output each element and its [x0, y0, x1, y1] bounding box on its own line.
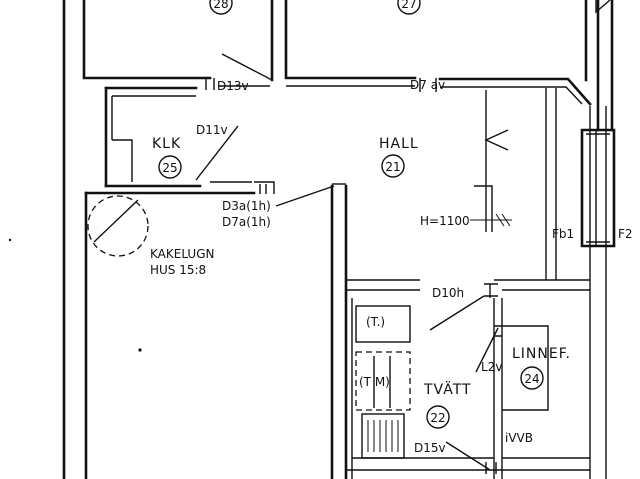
linnef-label: LINNEF. [512, 346, 571, 362]
klk-label: KLK [152, 136, 181, 152]
klk-number: 25 [162, 161, 177, 175]
linnef-number: 24 [524, 372, 539, 386]
room-27-number: 27 [401, 0, 416, 11]
door-l2v-label: L2v [481, 360, 502, 374]
tvatt-number: 22 [430, 411, 445, 425]
door-d10h-label: D10h [432, 286, 464, 300]
dot-mark [138, 348, 142, 352]
room-28-number: 28 [213, 0, 228, 11]
door-d7av-label: D7 av [410, 78, 445, 92]
door-d13v-label: D13v [217, 79, 249, 93]
kakelugn-stove [87, 195, 149, 257]
door-d3a-label: D3a(1h) [222, 199, 271, 213]
door-d7a-label: D7a(1h) [222, 215, 271, 229]
door-d15v-label: D15v [414, 441, 446, 455]
laundry-fixtures [355, 305, 411, 459]
kakelugn-label: KAKELUGN [150, 247, 214, 261]
ivvb-label: iVVB [505, 431, 533, 445]
t-box-label: (T.) [366, 315, 385, 329]
f2-label: F2 [618, 227, 633, 241]
tm-label: (T M) [359, 375, 390, 389]
dot-mark [8, 238, 12, 242]
door-swings [195, 53, 512, 474]
hus-label: HUS 15:8 [150, 263, 206, 277]
fb1-label: Fb1 [552, 227, 574, 241]
height-label: H=1100 [420, 214, 470, 228]
room-numbers: 28 27 25 21 22 24 [158, 0, 544, 429]
hall-label: HALL [379, 136, 419, 152]
hall-number: 21 [385, 160, 400, 174]
tvatt-label: TVÄTT [423, 380, 472, 398]
walls [62, 0, 616, 479]
door-d11v-label: D11v [196, 123, 228, 137]
